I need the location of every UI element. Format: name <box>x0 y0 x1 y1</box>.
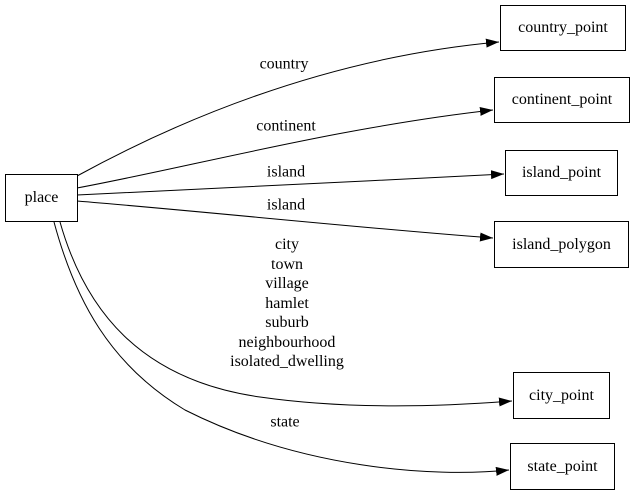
edge-label-state: state <box>270 413 300 431</box>
edge-label-line-town: town <box>270 255 303 273</box>
edge-label-line-isolated-dwelling: isolated_dwelling <box>230 352 344 370</box>
edge-label-line-hamlet: hamlet <box>265 294 309 312</box>
edge-label-country: country <box>259 55 309 73</box>
node-island-polygon: island_polygon <box>494 221 629 268</box>
edge-place-state-point <box>53 221 510 476</box>
edge-label-line-neighbourhood: neighbourhood <box>238 333 336 351</box>
node-city-point: city_point <box>513 372 610 419</box>
node-place: place <box>5 174 78 222</box>
node-country-point: country_point <box>500 5 626 51</box>
node-state-point: state_point <box>510 443 615 490</box>
edge-label-city-point-types: city town village hamlet suburb neighbou… <box>230 235 344 372</box>
node-island-point: island_point <box>505 150 618 196</box>
edge-label-line-suburb: suburb <box>265 313 309 331</box>
edge-place-island-point <box>76 170 505 196</box>
edge-label-island-point: island <box>266 163 306 181</box>
edge-label-line-city: city <box>274 235 299 253</box>
edge-label-island-polygon: island <box>266 196 306 214</box>
edge-label-continent: continent <box>256 117 316 135</box>
edge-label-line-village: village <box>265 274 309 292</box>
edge-place-island-polygon <box>76 200 494 242</box>
edge-place-continent-point <box>76 106 494 189</box>
edge-place-country-point <box>76 38 500 177</box>
edge-place-city-point <box>59 221 513 407</box>
node-continent-point: continent_point <box>494 77 630 123</box>
